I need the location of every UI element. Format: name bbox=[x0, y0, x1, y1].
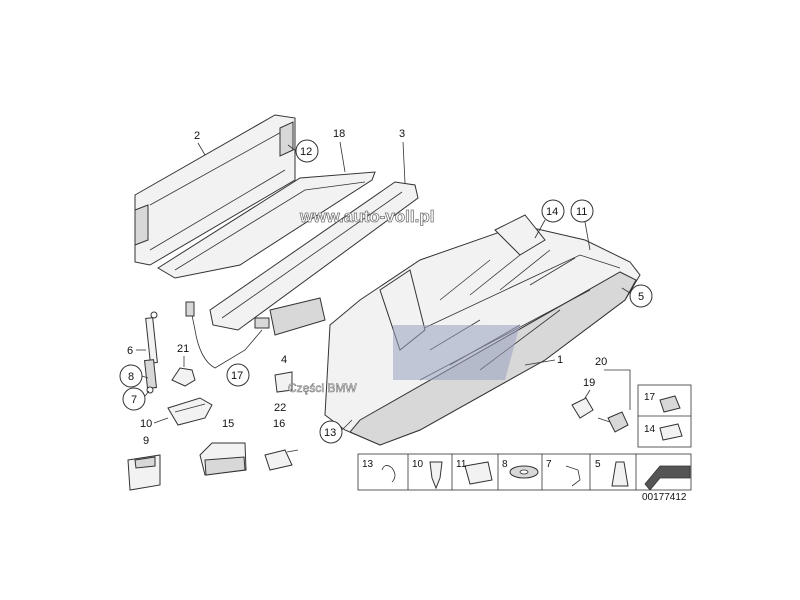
callout-circle-7 bbox=[122, 387, 146, 411]
callout-22: 22 bbox=[274, 402, 286, 414]
callout-21: 21 bbox=[177, 343, 189, 355]
part-tray-18 bbox=[157, 171, 376, 279]
callout-1: 1 bbox=[557, 354, 563, 366]
callout-12: 12 bbox=[300, 146, 312, 158]
callout-circle-11 bbox=[570, 199, 594, 223]
callout-20: 20 bbox=[595, 356, 607, 368]
callout-13: 13 bbox=[324, 427, 336, 439]
watermark-text-2: Części BMW bbox=[288, 381, 357, 395]
callout-7: 7 bbox=[131, 394, 137, 406]
callout-3: 3 bbox=[399, 128, 405, 140]
watermark-text: www.auto-voll.pl bbox=[299, 207, 434, 226]
legend-bottom-7: 7 bbox=[546, 459, 552, 470]
legend-side bbox=[637, 384, 692, 448]
callout-4: 4 bbox=[281, 354, 287, 366]
part-switch-9 bbox=[127, 454, 161, 491]
callout-circle-13 bbox=[319, 420, 343, 444]
legend-side-14: 14 bbox=[644, 424, 656, 435]
part-panel-2 bbox=[134, 114, 296, 266]
part-strut-6 bbox=[144, 311, 158, 394]
part-connector-16 bbox=[264, 449, 299, 471]
legend-bottom bbox=[357, 453, 692, 491]
diagram-id: 00177412 bbox=[642, 492, 687, 503]
legend-bottom-13: 13 bbox=[362, 459, 374, 470]
legend-bottom-8: 8 bbox=[502, 459, 508, 470]
callout-circle-17 bbox=[226, 363, 250, 387]
legend-bottom-11: 11 bbox=[456, 459, 467, 470]
callout-9: 9 bbox=[143, 435, 149, 447]
callout-circle-14 bbox=[541, 199, 565, 223]
callout-17: 17 bbox=[231, 370, 243, 382]
part-key-20 bbox=[597, 411, 629, 433]
callout-11: 11 bbox=[576, 206, 587, 218]
callout-5: 5 bbox=[638, 291, 644, 303]
callout-8: 8 bbox=[128, 371, 134, 383]
legend-bottom-10: 10 bbox=[412, 459, 424, 470]
callout-14: 14 bbox=[546, 206, 558, 218]
legend-bottom-5: 5 bbox=[595, 459, 601, 470]
part-lock-19 bbox=[571, 397, 594, 419]
callout-circle-5 bbox=[629, 284, 653, 308]
watermark-logo bbox=[393, 325, 520, 380]
part-bracket-4 bbox=[274, 371, 293, 393]
legend-side-17: 17 bbox=[644, 392, 656, 403]
callout-15: 15 bbox=[222, 418, 234, 430]
callout-2: 2 bbox=[194, 130, 200, 142]
part-latch-10 bbox=[167, 397, 213, 426]
part-clip-21 bbox=[171, 367, 196, 387]
callout-6: 6 bbox=[127, 345, 133, 357]
callout-19: 19 bbox=[583, 377, 595, 389]
part-cable-17 bbox=[185, 301, 270, 369]
callout-16: 16 bbox=[273, 418, 285, 430]
callout-10: 10 bbox=[140, 418, 152, 430]
part-box-15 bbox=[199, 442, 247, 476]
part-shelf-3 bbox=[209, 181, 419, 336]
callout-18: 18 bbox=[333, 128, 345, 140]
